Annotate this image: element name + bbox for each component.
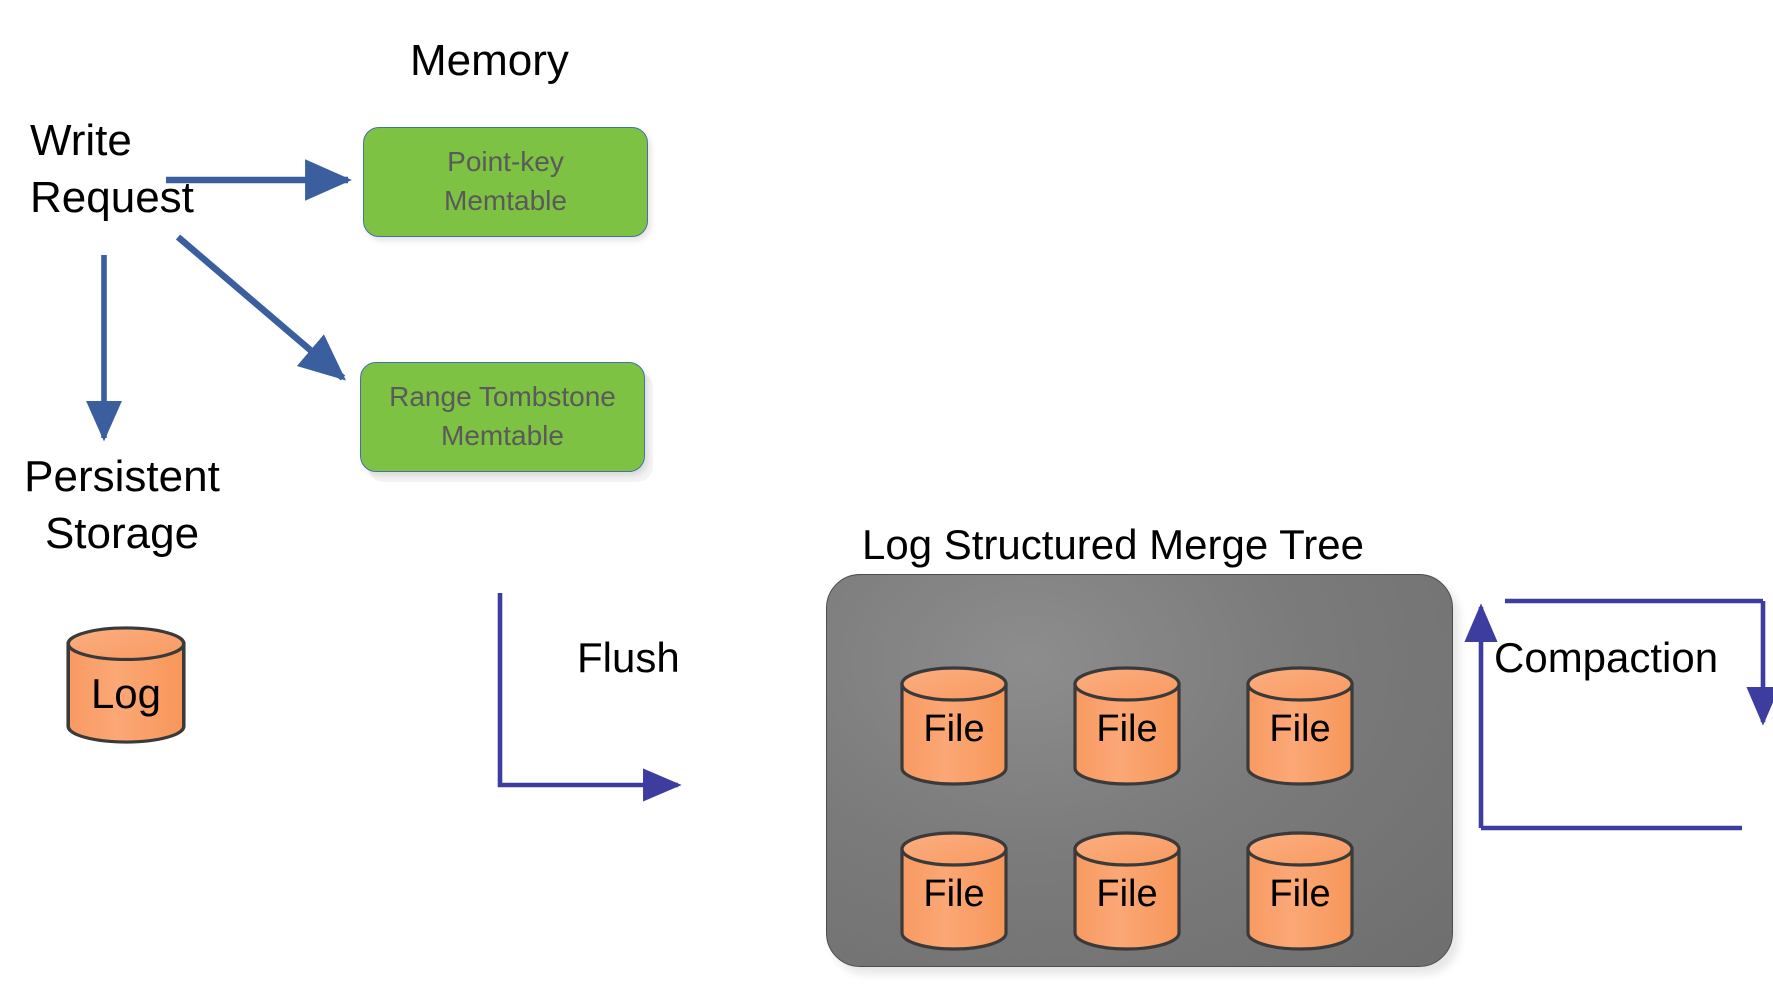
file-cylinder[interactable]: File [900,831,1008,951]
range-tombstone-memtable-label: Range Tombstone Memtable [389,378,616,455]
point-key-memtable-label: Point-key Memtable [444,143,567,220]
cylinder-icon [900,666,1008,786]
point-key-memtable-box[interactable]: Point-key Memtable [363,127,648,237]
cylinder-icon [66,626,186,744]
arrow-write-to-range-tombstone-memtable [175,234,346,381]
range-tombstone-memtable-box[interactable]: Range Tombstone Memtable [360,362,645,472]
arrow-flush [497,593,682,802]
file-cylinder[interactable]: File [1073,666,1181,786]
compaction-label: Compaction [1494,634,1719,681]
write-request-label: Write Request [30,112,194,226]
arrow-compaction [1464,598,1773,831]
cylinder-icon [900,831,1008,951]
write-request-line-1: Write [30,116,132,165]
memtable-line-1: Range Tombstone [389,381,616,413]
memory-label: Memory [410,36,569,85]
cylinder-icon [1246,831,1354,951]
memtable-line-2: Memtable [444,185,567,216]
memtable-line-1: Point-key [447,146,564,178]
lsm-tree-title: Log Structured Merge Tree [862,521,1364,568]
file-cylinder[interactable]: File [900,666,1008,786]
log-cylinder[interactable]: Log [66,626,186,744]
memtable-line-2: Memtable [441,420,564,451]
persistent-storage-label: Persistent Storage [22,448,222,562]
file-cylinder[interactable]: File [1073,831,1181,951]
write-request-line-2: Request [30,173,194,223]
file-cylinder[interactable]: File [1246,666,1354,786]
persistent-storage-line-1: Persistent [24,452,220,501]
cylinder-icon [1073,831,1181,951]
cylinder-icon [1073,666,1181,786]
file-cylinder[interactable]: File [1246,831,1354,951]
persistent-storage-line-2: Storage [44,509,200,559]
cylinder-icon [1246,666,1354,786]
flush-label: Flush [577,634,680,681]
